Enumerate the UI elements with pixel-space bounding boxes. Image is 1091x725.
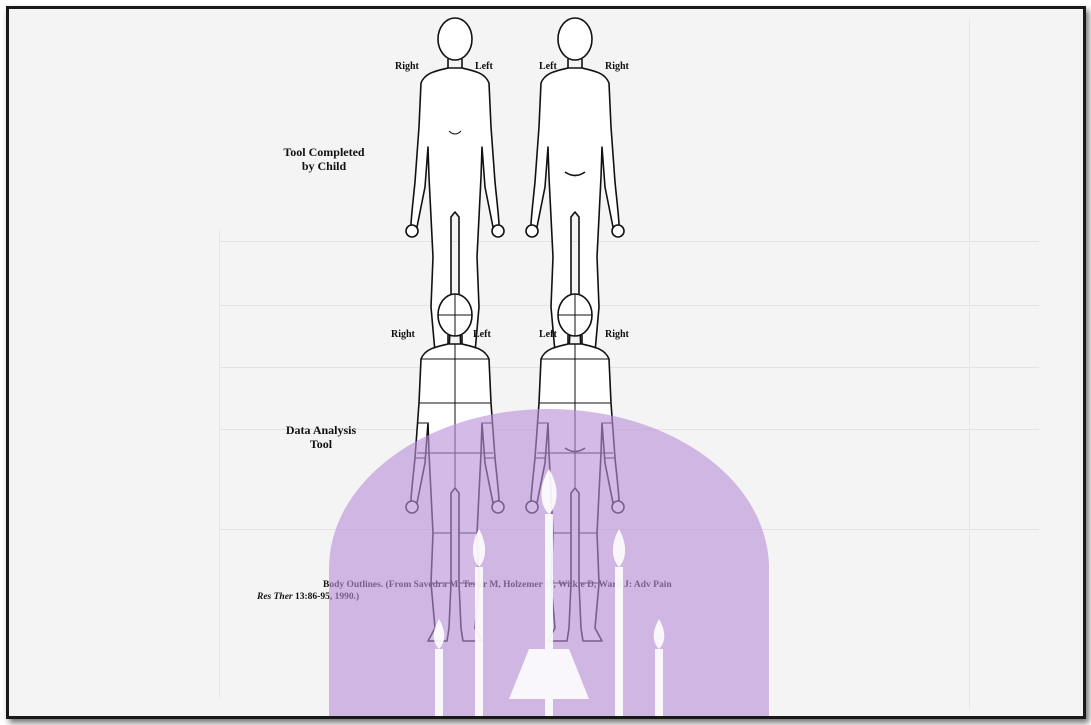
regions-front-right-label: Right [391, 329, 415, 340]
regions-back-right-label: Right [605, 329, 629, 340]
caption-journal: Res Ther [257, 592, 293, 602]
caption-citation: 13:86-95, 1990.) [295, 592, 359, 602]
data-analysis-line-2: Tool [271, 437, 371, 451]
data-analysis-line-1: Data Analysis [271, 423, 371, 437]
tool-completed-line-1: Tool Completed [279, 145, 369, 159]
front-left-label: Left [475, 61, 493, 72]
body-outline-figure [9, 9, 1083, 716]
back-right-label: Right [605, 61, 629, 72]
back-left-label: Left [539, 61, 557, 72]
regions-front-left-label: Left [473, 329, 491, 340]
front-right-label: Right [395, 61, 419, 72]
tool-completed-label: Tool Completed by Child [279, 145, 369, 173]
figure-caption: Body Outlines. (From Savedra M, Tesler M… [257, 579, 677, 603]
caption-line-1: Body Outlines. (From Savedra M, Tesler M… [257, 579, 677, 591]
tool-completed-line-2: by Child [279, 159, 369, 173]
data-analysis-label: Data Analysis Tool [271, 423, 371, 451]
caption-line-2: Res Ther 13:86-95, 1990.) [257, 592, 359, 602]
scanned-page: Right Left Left Right Tool Completed by … [6, 6, 1086, 719]
regions-back-left-label: Left [539, 329, 557, 340]
